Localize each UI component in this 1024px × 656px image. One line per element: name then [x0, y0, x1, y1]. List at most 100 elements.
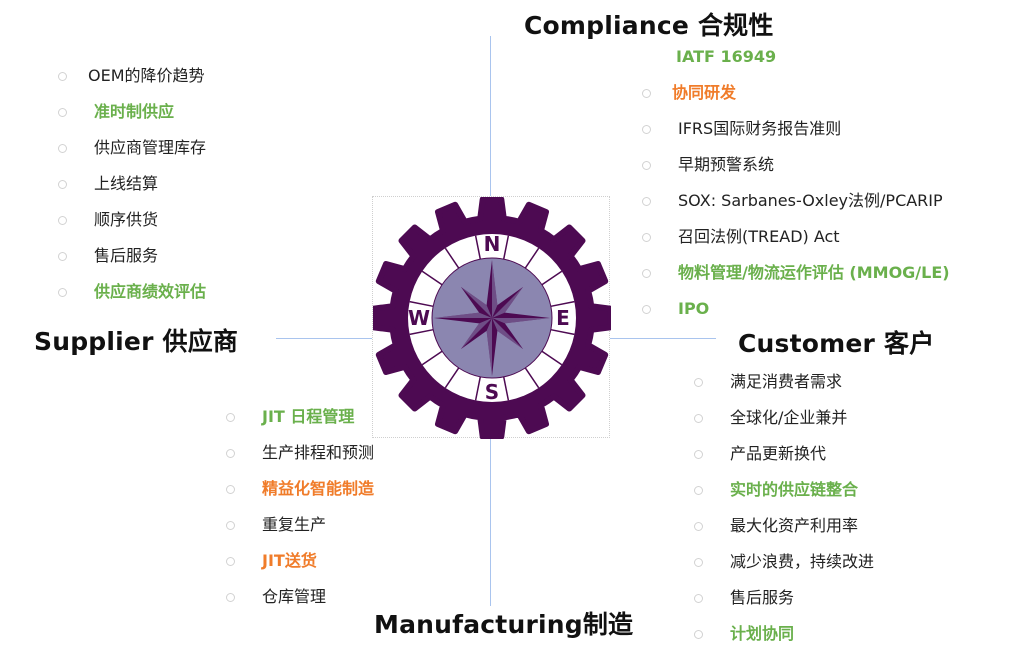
- compass-ring-ticks: [409, 235, 575, 401]
- item-label: 供应商管理库存: [94, 138, 207, 157]
- item-label: 物料管理/物流运作评估 (MMOG/LE): [678, 263, 950, 282]
- item-label: 供应商绩效评估: [94, 282, 207, 301]
- list-item: 上线结算: [58, 166, 298, 202]
- item-label: 全球化/企业兼并: [730, 408, 848, 427]
- list-item: 生产排程和预测: [226, 435, 466, 471]
- list-item: IPO: [640, 291, 1024, 327]
- list-item: 计划协同: [694, 616, 1014, 652]
- item-label: IFRS国际财务报告准则: [678, 119, 842, 138]
- item-label: 产品更新换代: [730, 444, 827, 463]
- list-item: SOX: Sarbanes-Oxley法例/PCARIP: [640, 183, 1024, 219]
- item-label: 计划协同: [730, 624, 795, 643]
- item-label: JIT 日程管理: [262, 407, 355, 426]
- item-label: 生产排程和预测: [262, 443, 375, 462]
- item-label: 满足消费者需求: [730, 372, 843, 391]
- list-item: 重复生产: [226, 507, 466, 543]
- bullet-icon: [226, 557, 235, 566]
- ring-tick: [444, 367, 460, 389]
- list-item: 物料管理/物流运作评估 (MMOG/LE): [640, 255, 1024, 291]
- bullet-icon: [58, 108, 67, 117]
- item-label: SOX: Sarbanes-Oxley法例/PCARIP: [678, 191, 943, 210]
- ring-tick: [541, 350, 563, 366]
- list-item: 供应商绩效评估: [58, 274, 298, 310]
- heading-compliance: Compliance 合规性: [524, 11, 774, 40]
- gear-compass-icon: N E S W: [373, 197, 611, 439]
- compass-south-label: S: [485, 380, 499, 404]
- list-item: IFRS国际财务报告准则: [640, 111, 1024, 147]
- list-item: JIT送货: [226, 543, 466, 579]
- compass-star-facet: [492, 260, 498, 318]
- bullet-icon: [642, 89, 651, 98]
- item-label: 售后服务: [94, 246, 159, 265]
- item-label: 最大化资产利用率: [730, 516, 859, 535]
- ring-tick: [524, 247, 540, 269]
- list-item: 最大化资产利用率: [694, 508, 1014, 544]
- bullet-icon: [694, 630, 703, 639]
- bullet-icon: [642, 305, 651, 314]
- axis-line-left: [276, 338, 372, 339]
- bullet-icon: [642, 233, 651, 242]
- gear-compass-logo: N E S W: [372, 196, 611, 439]
- item-label: 售后服务: [730, 588, 795, 607]
- list-item: 全球化/企业兼并: [694, 400, 1014, 436]
- bullet-icon: [694, 522, 703, 531]
- list-item: 早期预警系统: [640, 147, 1024, 183]
- bullet-icon: [642, 269, 651, 278]
- list-item: IATF 16949: [640, 39, 1024, 75]
- list-item: 实时的供应链整合: [694, 472, 1014, 508]
- bullet-icon: [694, 558, 703, 567]
- item-label: 减少浪费，持续改进: [730, 552, 875, 571]
- item-label: 仓库管理: [262, 587, 327, 606]
- compass-star-facet: [492, 318, 524, 350]
- bullet-icon: [694, 486, 703, 495]
- bullet-icon: [58, 252, 67, 261]
- bullet-icon: [58, 216, 67, 225]
- item-label: 顺序供货: [94, 210, 159, 229]
- heading-supplier: Supplier 供应商: [34, 327, 239, 356]
- compass-west-label: W: [408, 306, 430, 330]
- compass-star: [434, 260, 550, 376]
- list-item: 协同研发: [640, 75, 1024, 111]
- list-item: OEM的降价趋势: [58, 58, 298, 94]
- bullet-icon: [694, 414, 703, 423]
- customer-list: 满足消费者需求 全球化/企业兼并 产品更新换代 实时的供应链整合 最大化资产利用…: [694, 364, 1014, 652]
- bullet-icon: [58, 144, 67, 153]
- item-label: 召回法例(TREAD) Act: [678, 227, 840, 246]
- list-item: JIT 日程管理: [226, 399, 466, 435]
- ring-tick: [421, 270, 443, 286]
- ring-tick: [502, 235, 510, 260]
- manufacturing-list: JIT 日程管理 生产排程和预测 精益化智能制造 重复生产 JIT送货 仓库管理: [226, 399, 466, 615]
- compass-star-facet: [434, 312, 492, 318]
- axis-line-top: [490, 36, 491, 196]
- bullet-icon: [226, 413, 235, 422]
- list-item: 满足消费者需求: [694, 364, 1014, 400]
- heading-manufacturing: Manufacturing制造: [374, 610, 634, 639]
- bullet-icon: [694, 450, 703, 459]
- item-label: 准时制供应: [94, 102, 175, 121]
- bullet-icon: [642, 197, 651, 206]
- item-label: 精益化智能制造: [262, 479, 375, 498]
- item-label: OEM的降价趋势: [88, 66, 205, 85]
- ring-tick: [421, 350, 443, 366]
- bullet-icon: [694, 378, 703, 387]
- ring-tick: [550, 300, 575, 308]
- axis-line-right: [610, 338, 716, 339]
- item-label: 重复生产: [262, 515, 327, 534]
- bullet-icon: [226, 449, 235, 458]
- bullet-icon: [226, 521, 235, 530]
- item-label: JIT送货: [262, 551, 317, 570]
- compliance-list: IATF 16949 协同研发 IFRS国际财务报告准则 早期预警系统 SOX:…: [640, 39, 1024, 327]
- list-item: 召回法例(TREAD) Act: [640, 219, 1024, 255]
- supplier-list: OEM的降价趋势 准时制供应 供应商管理库存 上线结算 顺序供货 售后服务 供应…: [58, 58, 298, 310]
- ring-tick: [444, 247, 460, 269]
- ring-tick: [409, 328, 434, 336]
- ring-tick: [541, 270, 563, 286]
- list-item: 准时制供应: [58, 94, 298, 130]
- bullet-icon: [58, 72, 67, 81]
- bullet-icon: [694, 594, 703, 603]
- ring-tick: [474, 376, 482, 401]
- compass-star-facet: [486, 318, 492, 376]
- compass-star-facet: [492, 318, 550, 324]
- bullet-icon: [642, 161, 651, 170]
- compass-star-facet: [460, 286, 492, 318]
